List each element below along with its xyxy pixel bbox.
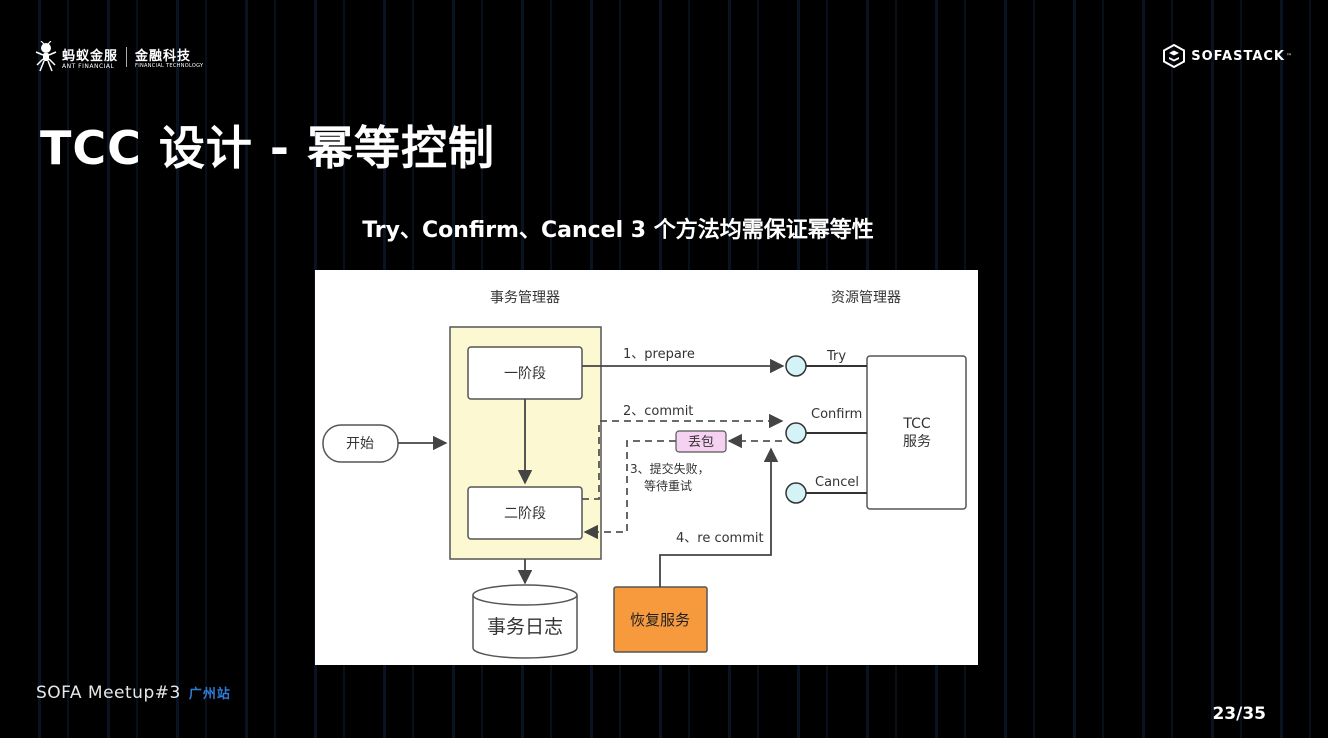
tcc-service-line2: 服务 — [903, 434, 931, 450]
logo-fin-cn: 金融科技 — [135, 49, 192, 64]
rm-header: 资源管理器 — [831, 290, 901, 306]
ant-financial-logo: 蚂蚁金服 ANT FINANCIAL 金融科技 FINANCIAL TECHNO… — [34, 38, 203, 76]
tcc-service-line1: TCC — [902, 416, 931, 432]
sofastack-icon — [1163, 44, 1186, 68]
phase1-label: 一阶段 — [504, 366, 546, 382]
recovery-service-label: 恢复服务 — [630, 611, 690, 629]
slide-title: TCC 设计 - 幂等控制 — [40, 121, 496, 175]
lost-packet-label: 丢包 — [688, 435, 714, 450]
phase2-label: 二阶段 — [504, 506, 546, 522]
confirm-label: Confirm — [811, 407, 862, 422]
trademark-mark: ™ — [1286, 52, 1292, 60]
phase2-box — [467, 486, 583, 540]
sofastack-wordmark: SOFASTACK — [1191, 48, 1285, 64]
commit-arrow — [582, 413, 784, 500]
page-number: 23/35 — [1212, 704, 1266, 724]
footer-event: SOFA Meetup#3 广州站 — [36, 683, 231, 703]
slide-subtitle: Try、Confirm、Cancel 3 个方法均需保证幂等性 — [362, 218, 874, 243]
footer-event-name: SOFA Meetup#3 — [36, 683, 181, 703]
tcc-service-box — [866, 355, 967, 510]
start-label: 开始 — [346, 436, 374, 452]
logo-ant-en: ANT FINANCIAL — [62, 62, 115, 70]
recommit-label: 4、re commit — [676, 531, 764, 546]
confirm-port — [785, 422, 807, 444]
logo-ant-cn: 蚂蚁金服 — [62, 48, 119, 64]
logo-fin-en: FINANCIAL TECHNOLOGY — [135, 63, 204, 69]
prepare-label: 1、prepare — [623, 347, 695, 362]
transaction-log-cylinder — [472, 584, 578, 659]
sofastack-logo: SOFASTACK ™ — [1163, 44, 1292, 68]
commit-label: 2、commit — [623, 404, 693, 419]
step3-line2: 等待重试 — [644, 478, 692, 493]
cancel-label: Cancel — [815, 475, 859, 490]
ant-icon — [35, 41, 57, 72]
log-label: 事务日志 — [487, 616, 563, 638]
try-port — [785, 355, 807, 377]
step3-line1: 3、提交失败， — [630, 461, 710, 476]
tm-header: 事务管理器 — [490, 290, 560, 306]
logo-divider — [126, 47, 128, 67]
try-label: Try — [826, 349, 846, 364]
cancel-port — [785, 482, 807, 504]
footer-city: 广州站 — [188, 687, 231, 702]
tcc-diagram: 事务管理器 资源管理器 一阶段 二阶段 开始 事务日志 TCC 服务 — [315, 270, 978, 665]
recommit-arrow — [659, 447, 779, 587]
retry-wait-arrow — [583, 440, 676, 540]
